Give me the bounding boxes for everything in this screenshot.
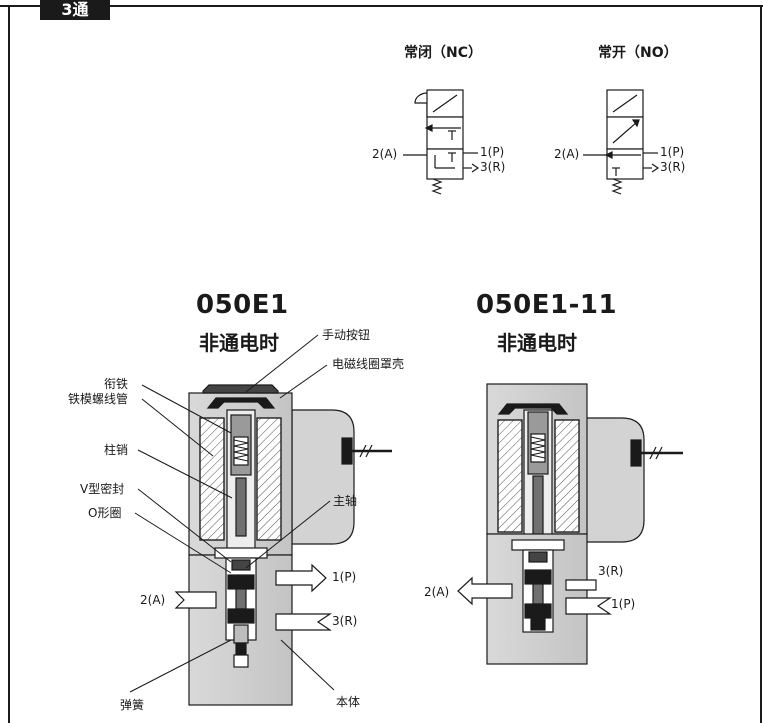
valve-050e1-11-drawing	[457, 383, 683, 665]
right-port-a-label: 2(A)	[424, 585, 450, 599]
left-port-a-label: 2(A)	[140, 593, 166, 607]
frame-right-border	[760, 5, 762, 723]
label-v-seal: V型密封	[80, 482, 125, 496]
label-plunger-pin: 柱销	[104, 443, 129, 457]
label-manual-button: 手动按钮	[322, 328, 371, 342]
right-state-title: 非通电时	[497, 331, 577, 355]
label-coil-cover: 电磁线圈罩壳	[332, 357, 405, 371]
no-symbol	[583, 89, 660, 195]
label-main-shaft: 主轴	[333, 494, 358, 508]
label-armature: 衔铁	[104, 377, 129, 391]
nc-port-p-label: 1(P)	[480, 145, 505, 159]
nc-symbol-title: 常闭（NC）	[404, 45, 482, 61]
left-model-title: 050E1	[196, 290, 289, 320]
left-leader-lines	[129, 334, 335, 693]
valve-050e1-drawing	[174, 384, 392, 706]
frame-left-border	[8, 5, 10, 723]
no-port-p-label: 1(P)	[660, 145, 685, 159]
nc-symbol	[403, 89, 480, 195]
no-port-a-label: 2(A)	[554, 147, 580, 161]
right-model-title: 050E1-11	[476, 290, 618, 320]
left-port-r-label: 3(R)	[332, 614, 358, 628]
no-port-r-label: 3(R)	[660, 160, 686, 174]
left-port-p-label: 1(P)	[332, 570, 357, 584]
right-port-p-label: 1(P)	[611, 597, 636, 611]
section-tab: 3通	[40, 0, 110, 20]
right-port-r-label: 3(R)	[598, 564, 624, 578]
nc-port-r-label: 3(R)	[480, 160, 506, 174]
no-symbol-title: 常开（NO）	[598, 45, 678, 61]
frame-top-border	[0, 5, 763, 7]
left-state-title: 非通电时	[199, 331, 279, 355]
label-armature-tube: 铁模螺线管	[68, 392, 129, 406]
label-body: 本体	[336, 695, 361, 709]
label-spring: 弹簧	[120, 698, 145, 712]
nc-port-a-label: 2(A)	[372, 147, 398, 161]
label-o-ring: O形圈	[88, 506, 122, 520]
